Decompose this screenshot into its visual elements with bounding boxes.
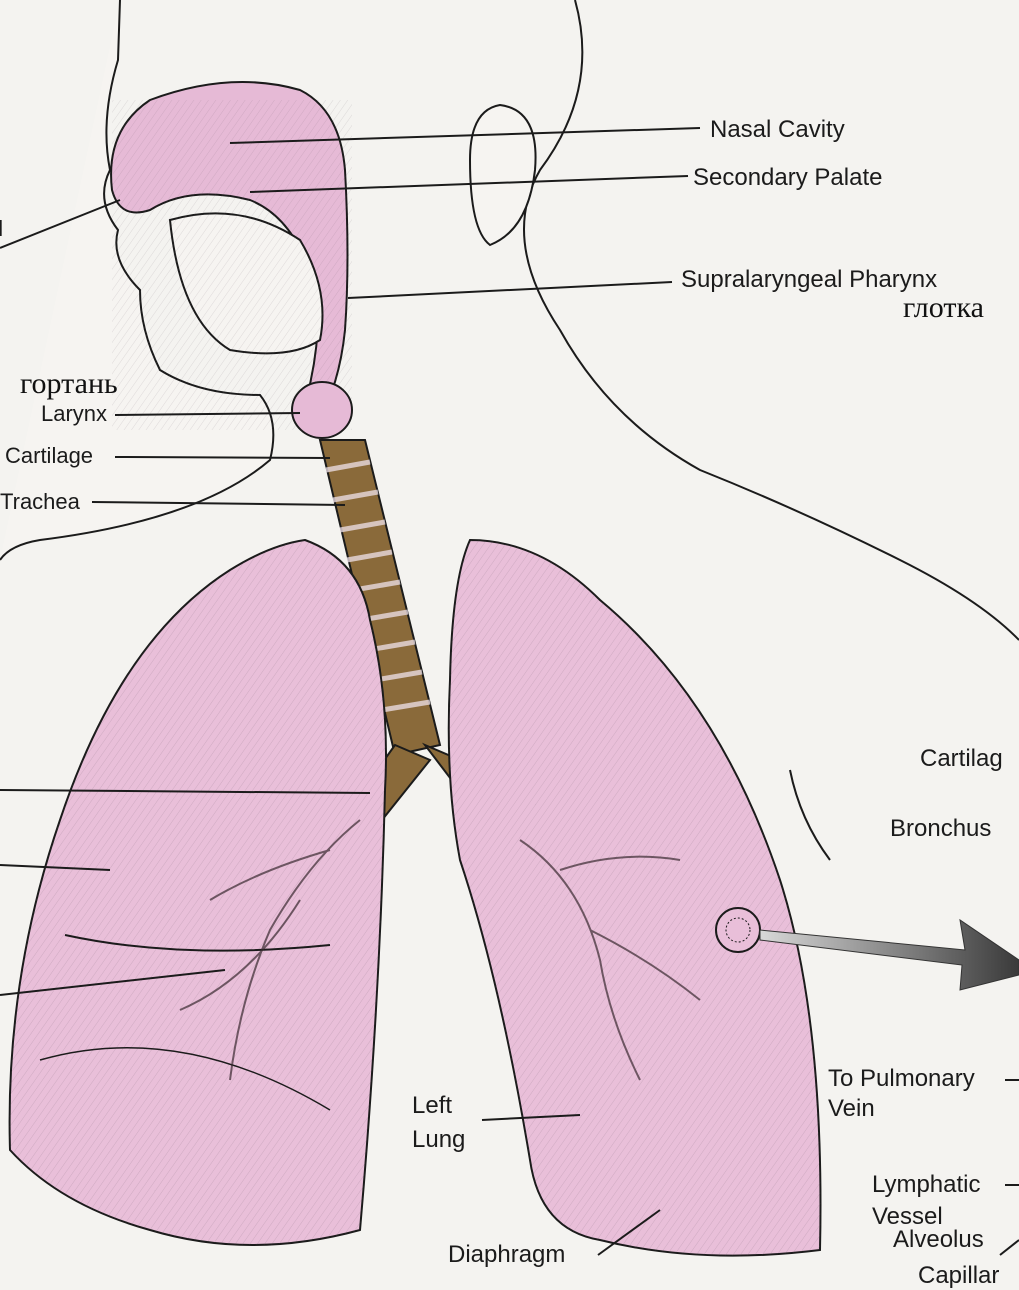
label-inset-cartilage: Cartilag [920, 745, 1003, 773]
label-left-clipped: al [0, 216, 3, 242]
label-secondary-palate: Secondary Palate [693, 164, 882, 192]
inset-line-alveolus [1000, 1240, 1019, 1255]
label-left-lung-line1: Left [412, 1092, 465, 1120]
label-larynx-ru: гортань [20, 368, 118, 400]
label-capillary-clipped: Capillar [918, 1262, 999, 1290]
label-left-lung: Left Lung [412, 1092, 465, 1154]
label-to-pulmonary-line2: Vein [828, 1095, 975, 1123]
shoulder-right-outline [790, 770, 830, 860]
label-pharynx-ru: глотка [903, 292, 984, 324]
label-larynx: Larynx [41, 401, 107, 427]
label-alveolus: Alveolus [893, 1226, 984, 1254]
label-nasal-cavity: Nasal Cavity [710, 116, 845, 144]
ear-outline [470, 105, 536, 245]
label-left-lung-line2: Lung [412, 1126, 465, 1154]
leader-supralaryngeal-pharynx [348, 282, 672, 298]
label-lymphatic-vessel: Lymphatic Vessel [872, 1171, 981, 1231]
label-cartilage: Cartilage [5, 443, 93, 469]
label-inset-bronchus: Bronchus [890, 815, 991, 843]
label-trachea: Trachea [0, 489, 80, 515]
label-to-pulmonary-vein: To Pulmonary Vein [828, 1065, 975, 1123]
larynx-shape [292, 382, 352, 438]
alveolus-magnify-circle [716, 908, 760, 952]
label-to-pulmonary-line1: To Pulmonary [828, 1065, 975, 1093]
label-supralaryngeal-pharynx: Supralaryngeal Pharynx [681, 266, 937, 294]
label-lymphatic-line1: Lymphatic [872, 1171, 981, 1199]
leader-cartilage [115, 457, 330, 458]
label-diaphragm: Diaphragm [448, 1241, 565, 1269]
